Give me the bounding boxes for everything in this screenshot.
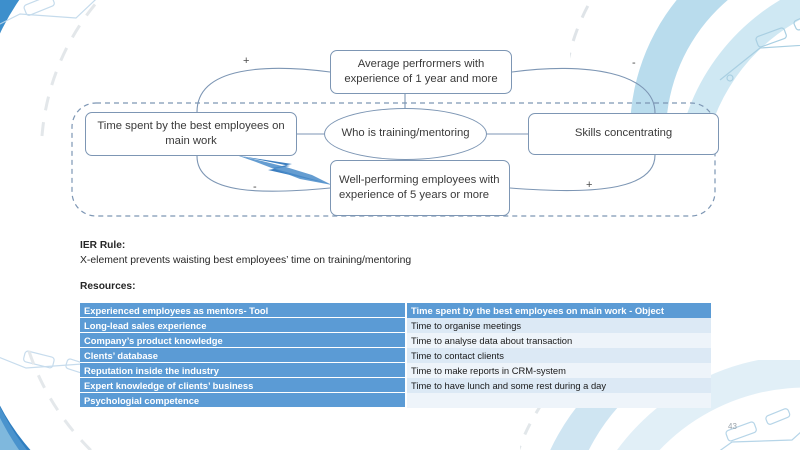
conflict-lightning-bolt-icon	[236, 155, 332, 185]
page-number: 43	[728, 422, 737, 431]
node-time-spent-label: Time spent by the best employees on main…	[97, 119, 285, 148]
connector-average-to-skills	[511, 67, 656, 114]
node-average-performers-label: Average perfrormers with experience of 1…	[344, 57, 498, 86]
polarity-sign-bottom-left: -	[253, 181, 257, 193]
connector-time-to-average	[196, 67, 331, 113]
node-average-performers[interactable]: Average perfrormers with experience of 1…	[330, 50, 512, 94]
table-row: Reputation inside the industry Time to m…	[80, 362, 711, 378]
node-well-performing-label: Well-performing employees with experienc…	[339, 173, 500, 202]
node-well-performing[interactable]: Well-performing employees with experienc…	[330, 160, 510, 216]
node-skills-concentrating[interactable]: Skills concentrating	[528, 113, 719, 155]
table-row: Long-lead sales experience Time to organ…	[80, 317, 711, 333]
table-header-tool: Experienced employees as mentors- Tool	[80, 303, 406, 318]
connector-time-to-well	[196, 155, 331, 192]
table-cell-tool: Long-lead sales experience	[80, 317, 406, 333]
table-cell-tool: Reputation inside the industry	[80, 362, 406, 378]
table-cell-tool: Psychologial competence	[80, 392, 406, 408]
node-who-is-training-label: Who is training/mentoring	[341, 127, 470, 140]
system-boundary	[71, 102, 716, 217]
table-cell-object: Time to analyse data about transaction	[405, 332, 711, 348]
table-header-row: Experienced employees as mentors- Tool T…	[80, 303, 711, 318]
node-skills-concentrating-label: Skills concentrating	[574, 127, 673, 140]
ier-rule-label: IER Rule:	[80, 240, 126, 251]
table-cell-object: Time to contact clients	[405, 347, 711, 363]
table-row: Expert knowledge of clients’ business Ti…	[80, 377, 711, 393]
table-cell-object: Time to make reports in CRM-system	[405, 362, 711, 378]
polarity-sign-bottom-right: +	[586, 179, 593, 191]
ier-rule-body: X-element prevents waisting best employe…	[80, 255, 412, 266]
polarity-sign-top-right: -	[632, 57, 636, 69]
polarity-sign-top-left: +	[243, 55, 250, 67]
table-cell-object: Time to organise meetings	[405, 317, 711, 333]
table-header-object: Time spent by the best employees on main…	[405, 303, 711, 318]
node-who-is-training[interactable]: Who is training/mentoring	[324, 108, 487, 160]
table-row: Clents’ database Time to contact clients	[80, 347, 711, 363]
connector-well-to-skills	[509, 154, 656, 192]
table-cell-tool: Clents’ database	[80, 347, 406, 363]
table-cell-tool: Expert knowledge of clients’ business	[80, 377, 406, 393]
table-cell-object	[405, 392, 711, 408]
table-cell-tool: Company’s product knowledge	[80, 332, 406, 348]
resources-table: Experienced employees as mentors- Tool T…	[80, 303, 711, 408]
node-time-spent[interactable]: Time spent by the best employees on main…	[85, 112, 297, 156]
table-cell-object: Time to have lunch and some rest during …	[405, 377, 711, 393]
resources-label: Resources:	[80, 281, 136, 292]
table-row: Psychologial competence	[80, 392, 711, 408]
table-row: Company’s product knowledge Time to anal…	[80, 332, 711, 348]
